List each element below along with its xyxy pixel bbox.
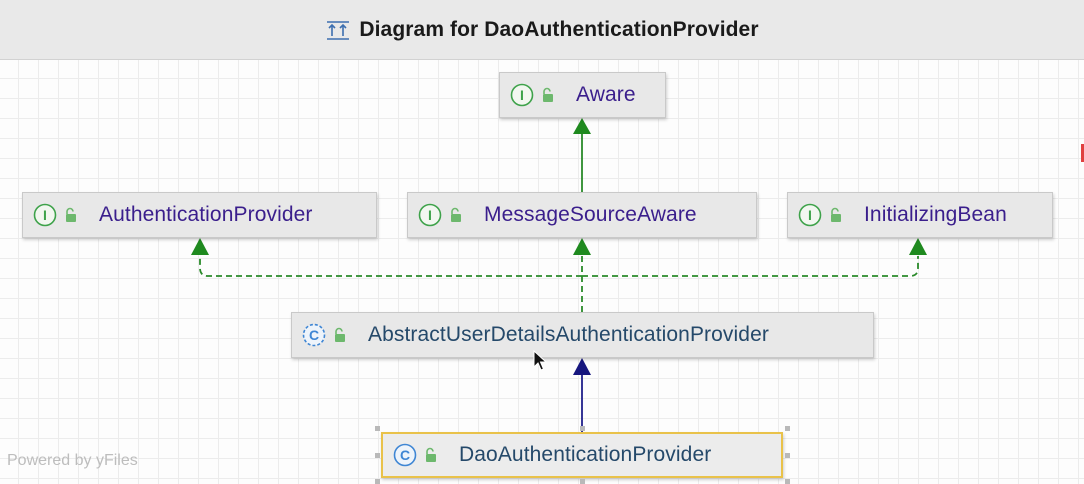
node-label-abstractuserdetailsauthenticationprovider: AbstractUserDetailsAuthenticationProvide… bbox=[368, 323, 769, 346]
mouse-cursor-icon bbox=[533, 350, 547, 371]
selection-handle[interactable] bbox=[580, 426, 585, 431]
svg-text:C: C bbox=[400, 447, 410, 463]
selection-handle[interactable] bbox=[785, 479, 790, 484]
node-label-aware: Aware bbox=[576, 83, 636, 106]
node-label-initializingbean: InitializingBean bbox=[864, 203, 1007, 226]
selection-handle[interactable] bbox=[375, 453, 380, 458]
selection-handle[interactable] bbox=[785, 453, 790, 458]
abstract-class-icon: C bbox=[302, 323, 326, 347]
unlocked-icon bbox=[831, 207, 841, 222]
node-initializingbean[interactable]: I InitializingBean bbox=[787, 192, 1053, 238]
diagram-canvas[interactable] bbox=[0, 60, 1084, 484]
window-titlebar: Diagram for DaoAuthenticationProvider bbox=[0, 0, 1084, 60]
class-icon: C bbox=[393, 443, 417, 467]
node-abstractuserdetailsauthenticationprovider[interactable]: C AbstractUserDetailsAuthenticationProvi… bbox=[291, 312, 874, 358]
interface-icon: I bbox=[33, 203, 57, 227]
node-label-messagesourceaware: MessageSourceAware bbox=[484, 203, 697, 226]
unlocked-icon bbox=[66, 207, 76, 222]
selection-handle[interactable] bbox=[375, 426, 380, 431]
node-authenticationprovider[interactable]: I AuthenticationProvider bbox=[22, 192, 377, 238]
watermark: Powered by yFiles bbox=[7, 452, 138, 469]
svg-text:I: I bbox=[520, 87, 524, 103]
svg-text:I: I bbox=[43, 207, 47, 223]
selection-handle[interactable] bbox=[785, 426, 790, 431]
svg-text:I: I bbox=[808, 207, 812, 223]
node-messagesourceaware[interactable]: I MessageSourceAware bbox=[407, 192, 757, 238]
unlocked-icon bbox=[543, 87, 553, 102]
interface-icon: I bbox=[798, 203, 822, 227]
selection-handle[interactable] bbox=[580, 479, 585, 484]
scroll-marker bbox=[1081, 144, 1084, 162]
node-daoauthenticationprovider[interactable]: C DaoAuthenticationProvider bbox=[381, 432, 783, 478]
interface-icon: I bbox=[510, 83, 534, 107]
unlocked-icon bbox=[451, 207, 461, 222]
selection-handle[interactable] bbox=[375, 479, 380, 484]
hierarchy-icon bbox=[327, 20, 350, 40]
unlocked-icon bbox=[335, 327, 345, 342]
window-title: Diagram for DaoAuthenticationProvider bbox=[359, 17, 759, 41]
node-aware[interactable]: I Aware bbox=[499, 72, 666, 118]
svg-text:C: C bbox=[309, 327, 319, 343]
svg-text:I: I bbox=[428, 207, 432, 223]
node-label-daoauthenticationprovider: DaoAuthenticationProvider bbox=[459, 443, 712, 466]
interface-icon: I bbox=[418, 203, 442, 227]
unlocked-icon bbox=[426, 447, 436, 462]
node-label-authenticationprovider: AuthenticationProvider bbox=[99, 203, 313, 226]
